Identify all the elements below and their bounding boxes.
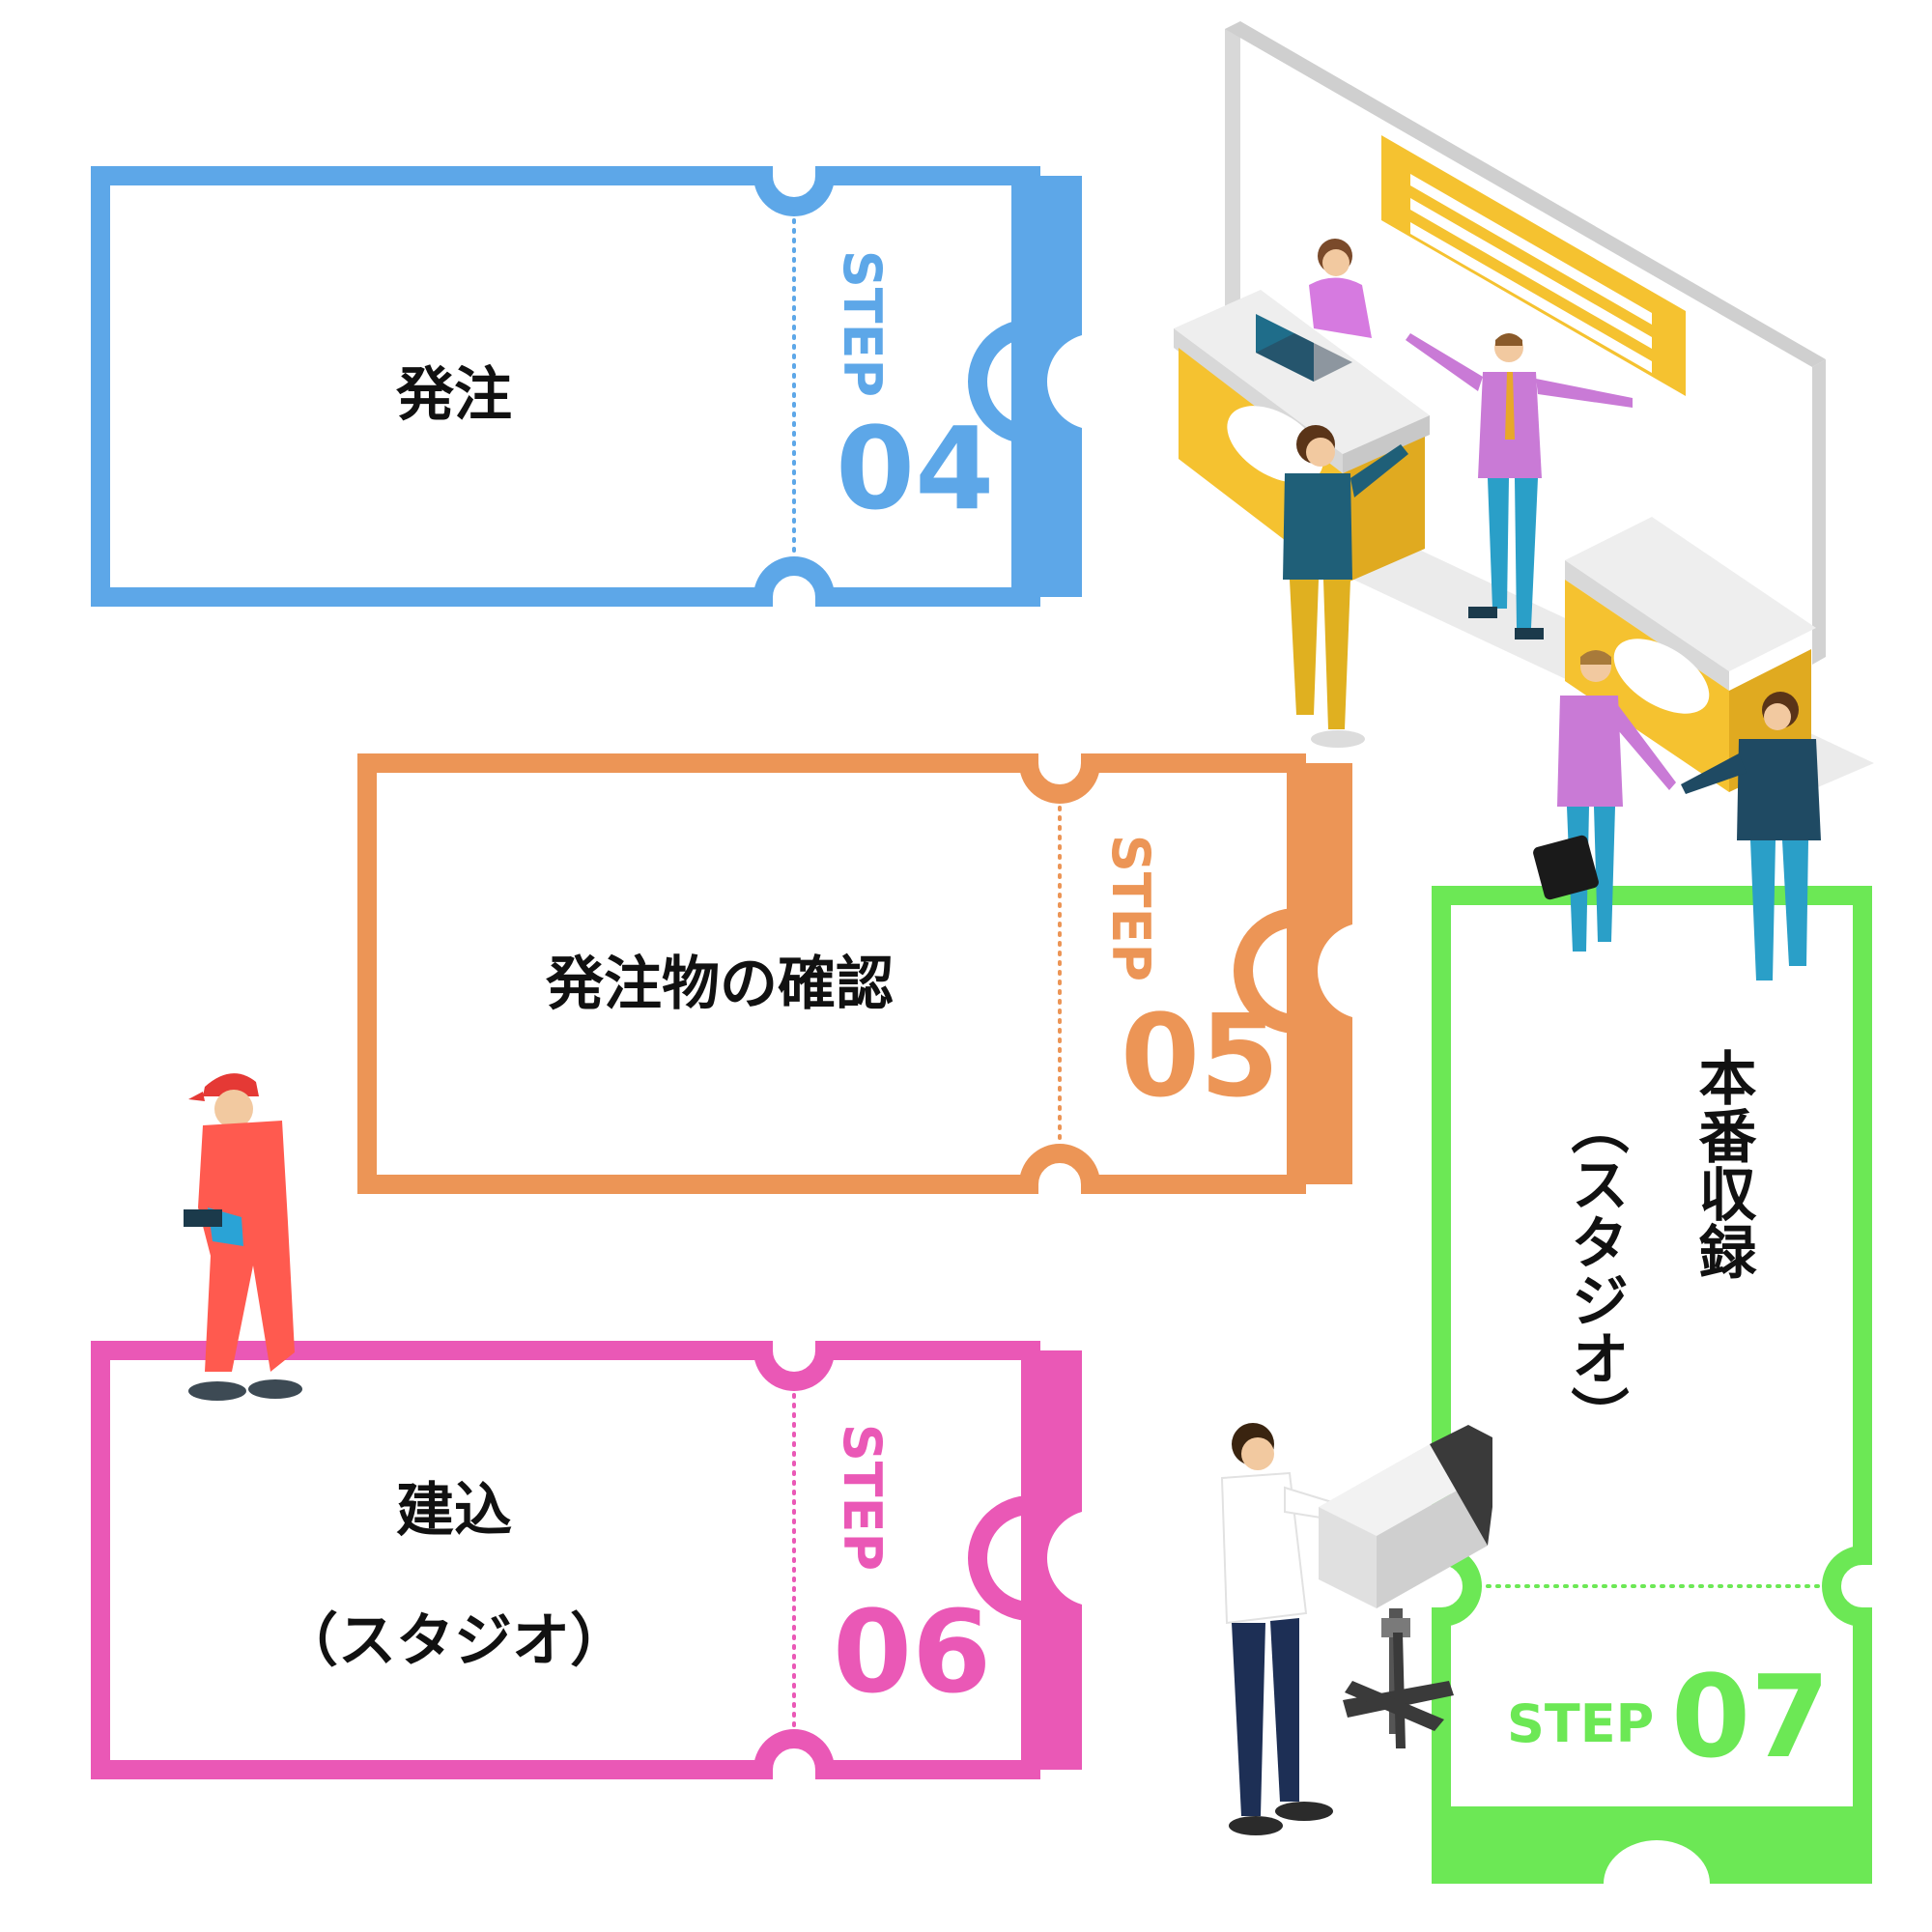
ticket-06-outline [91, 1341, 1040, 1779]
step-07-title-line2: （スタジオ） [1561, 1096, 1629, 1444]
step-05-title: 発注物の確認 [546, 951, 894, 1018]
step-06-title-line1: 建込 [396, 1477, 512, 1545]
step-05-label: STEP [1100, 834, 1161, 982]
ticket-step-06 [91, 1341, 1082, 1779]
step-07-title-line1: 本番収録 [1689, 1048, 1756, 1280]
ticket-step-05 [357, 753, 1352, 1194]
ticket-step-04 [91, 166, 1082, 607]
construction-worker-icon [184, 1073, 302, 1401]
ticket-step-07 [1432, 886, 1872, 1884]
camera-operator-icon [1220, 1423, 1492, 1835]
trade-show-booth-icon [1174, 21, 1874, 980]
step-06-label: STEP [832, 1423, 893, 1572]
step-04-title: 発注 [396, 361, 512, 429]
step-04-number: 04 [836, 402, 995, 535]
step-07-label: STEP [1507, 1693, 1655, 1754]
step-07-number: 07 [1671, 1650, 1831, 1783]
ticket-05-outline [357, 753, 1306, 1194]
ticket-04-outline [91, 166, 1040, 607]
step-05-number: 05 [1121, 989, 1280, 1122]
step-04-label: STEP [832, 249, 893, 398]
ticket-07-outline [1432, 886, 1872, 1826]
step-06-title-line2: （スタジオ） [280, 1607, 628, 1675]
step-06-number: 06 [833, 1585, 992, 1719]
